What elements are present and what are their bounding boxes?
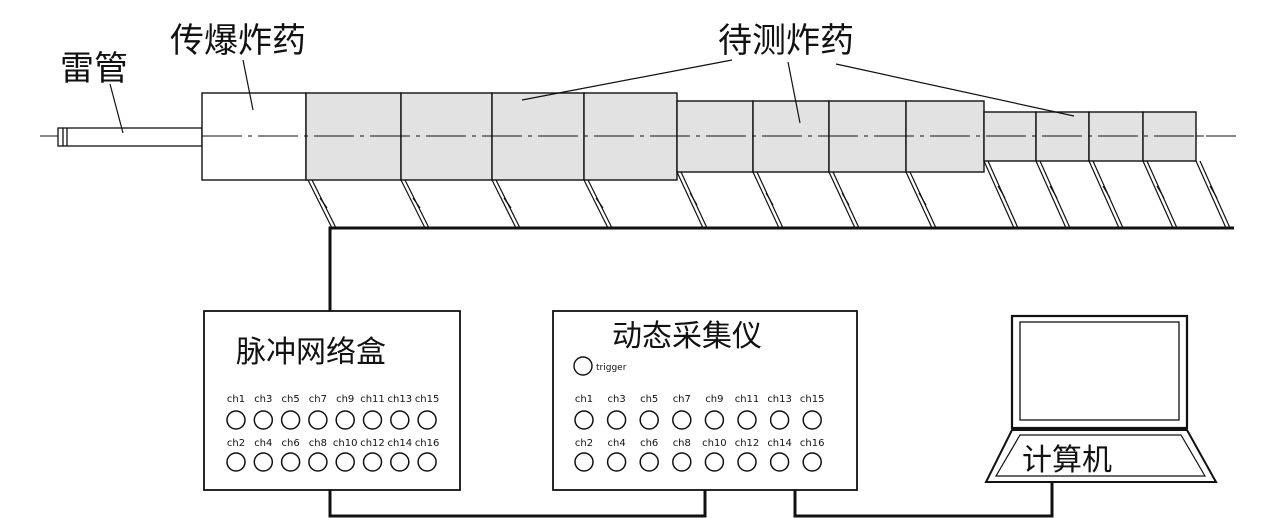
pulse-channel-port	[390, 452, 410, 472]
daq-channel-label: ch6	[640, 438, 658, 449]
daq-channel-label: ch1	[575, 394, 593, 405]
pulse-channel-label: ch14	[388, 438, 413, 449]
daq-channel-port	[704, 410, 725, 430]
probe-sensors	[307, 160, 1231, 229]
daq-channel-label: ch16	[800, 438, 825, 449]
probe-sensor	[307, 179, 337, 229]
pulse-channel-label: ch7	[309, 394, 327, 405]
pulse-channel-label: ch1	[227, 394, 245, 405]
pulse-channel-label: ch13	[388, 394, 413, 405]
trigger-label: trigger	[596, 363, 627, 373]
daq-channel-port	[769, 410, 790, 430]
daq-channel-port	[606, 410, 627, 430]
pulse-channel-port	[362, 452, 383, 472]
daq-channel-label: ch15	[800, 394, 825, 405]
trigger-port	[573, 356, 593, 376]
pulse-channel-port	[362, 410, 383, 430]
probe-sensor	[828, 171, 860, 229]
probe-sensor	[491, 179, 521, 229]
daq-channel-port	[672, 452, 692, 472]
daq-channel-port	[639, 410, 659, 430]
daq-channel-label: ch8	[673, 438, 691, 449]
probe-bus-cable	[328, 226, 1234, 311]
box-to-daq-cable	[328, 490, 707, 518]
probe-sensor	[676, 171, 708, 229]
pulse-channel-port	[253, 452, 274, 472]
daq-channel-label: ch3	[607, 394, 625, 405]
daq-channel-label: ch5	[640, 394, 658, 405]
pulse-channel-label: ch15	[415, 394, 440, 405]
probe-sensor	[905, 171, 937, 229]
pulse-channel-port	[335, 452, 355, 472]
pulse-channel-label: ch6	[281, 438, 299, 449]
daq-channel-label: ch11	[735, 394, 760, 405]
computer	[984, 314, 1218, 483]
probe-sensor	[983, 160, 1019, 229]
pulse-channel-port	[253, 410, 274, 430]
daq-title: 动态采集仪	[612, 319, 762, 354]
pulse-channel-label: ch10	[333, 438, 358, 449]
pulse-channel-port	[335, 410, 355, 430]
daq-channel-port	[802, 410, 822, 430]
pulse-channel-label: ch5	[281, 394, 299, 405]
monitor-screen	[1019, 321, 1180, 421]
detonator-label: 雷管	[60, 49, 128, 89]
pulse-channel-port	[308, 410, 328, 430]
pulse-box-title: 脉冲网络盒	[236, 335, 386, 370]
probe-sensor	[583, 179, 613, 229]
daq-channel-port	[802, 452, 822, 472]
daq-channel-port	[672, 410, 692, 430]
pulse-channel-port	[308, 452, 328, 472]
pulse-channel-port	[417, 452, 437, 472]
pulse-channel-label: ch16	[415, 438, 440, 449]
pulse-channel-label: ch9	[336, 394, 354, 405]
pulse-channel-port	[226, 452, 246, 472]
signal-cables	[328, 226, 1234, 518]
leader-lines	[109, 59, 1075, 134]
pulse-channel-port	[280, 410, 301, 430]
pulse-channel-port	[280, 452, 301, 472]
daq-channel-port	[737, 410, 757, 430]
probe-sensor	[1195, 160, 1231, 229]
computer-label: 计算机	[1022, 443, 1112, 478]
pulse-channel-port	[226, 410, 246, 430]
pulse-channel-port	[390, 410, 410, 430]
test-explosive-label: 待测炸药	[718, 21, 854, 61]
daq-channel-port	[574, 410, 594, 430]
pulse-channel-label: ch3	[254, 394, 272, 405]
daq-channel-port	[606, 452, 627, 472]
pulse-network-box	[203, 310, 461, 491]
keyboard-inner	[994, 434, 1207, 477]
daq-channel-label: ch2	[575, 438, 593, 449]
daq-channel-port	[704, 452, 725, 472]
pulse-channel-label: ch8	[309, 438, 327, 449]
pulse-channel-label: ch12	[360, 438, 385, 449]
pulse-channel-label: ch11	[360, 394, 385, 405]
daq-channel-label: ch7	[673, 394, 691, 405]
daq-channel-label: ch4	[607, 438, 625, 449]
daq-channel-label: ch9	[705, 394, 723, 405]
probe-sensor	[752, 171, 784, 229]
daq-channel-port	[574, 452, 594, 472]
probe-sensor	[400, 179, 430, 229]
pulse-channel-label: ch4	[254, 438, 272, 449]
probe-sensor	[1142, 160, 1178, 229]
daq-channel-port	[769, 452, 790, 472]
pulse-channel-label: ch2	[227, 438, 245, 449]
daq-channel-port	[737, 452, 757, 472]
daq-channel-label: ch13	[767, 394, 792, 405]
pulse-channel-port	[417, 410, 437, 430]
daq-channel-label: ch10	[702, 438, 727, 449]
daq-channel-label: ch12	[735, 438, 760, 449]
probe-sensor	[1088, 160, 1124, 229]
detonator-tube	[57, 127, 203, 147]
daq-channel-label: ch14	[767, 438, 792, 449]
daq-to-computer-cable	[793, 482, 1054, 518]
probe-sensor	[1035, 160, 1071, 229]
booster-label: 传爆炸药	[170, 21, 306, 61]
daq-channel-port	[639, 452, 659, 472]
